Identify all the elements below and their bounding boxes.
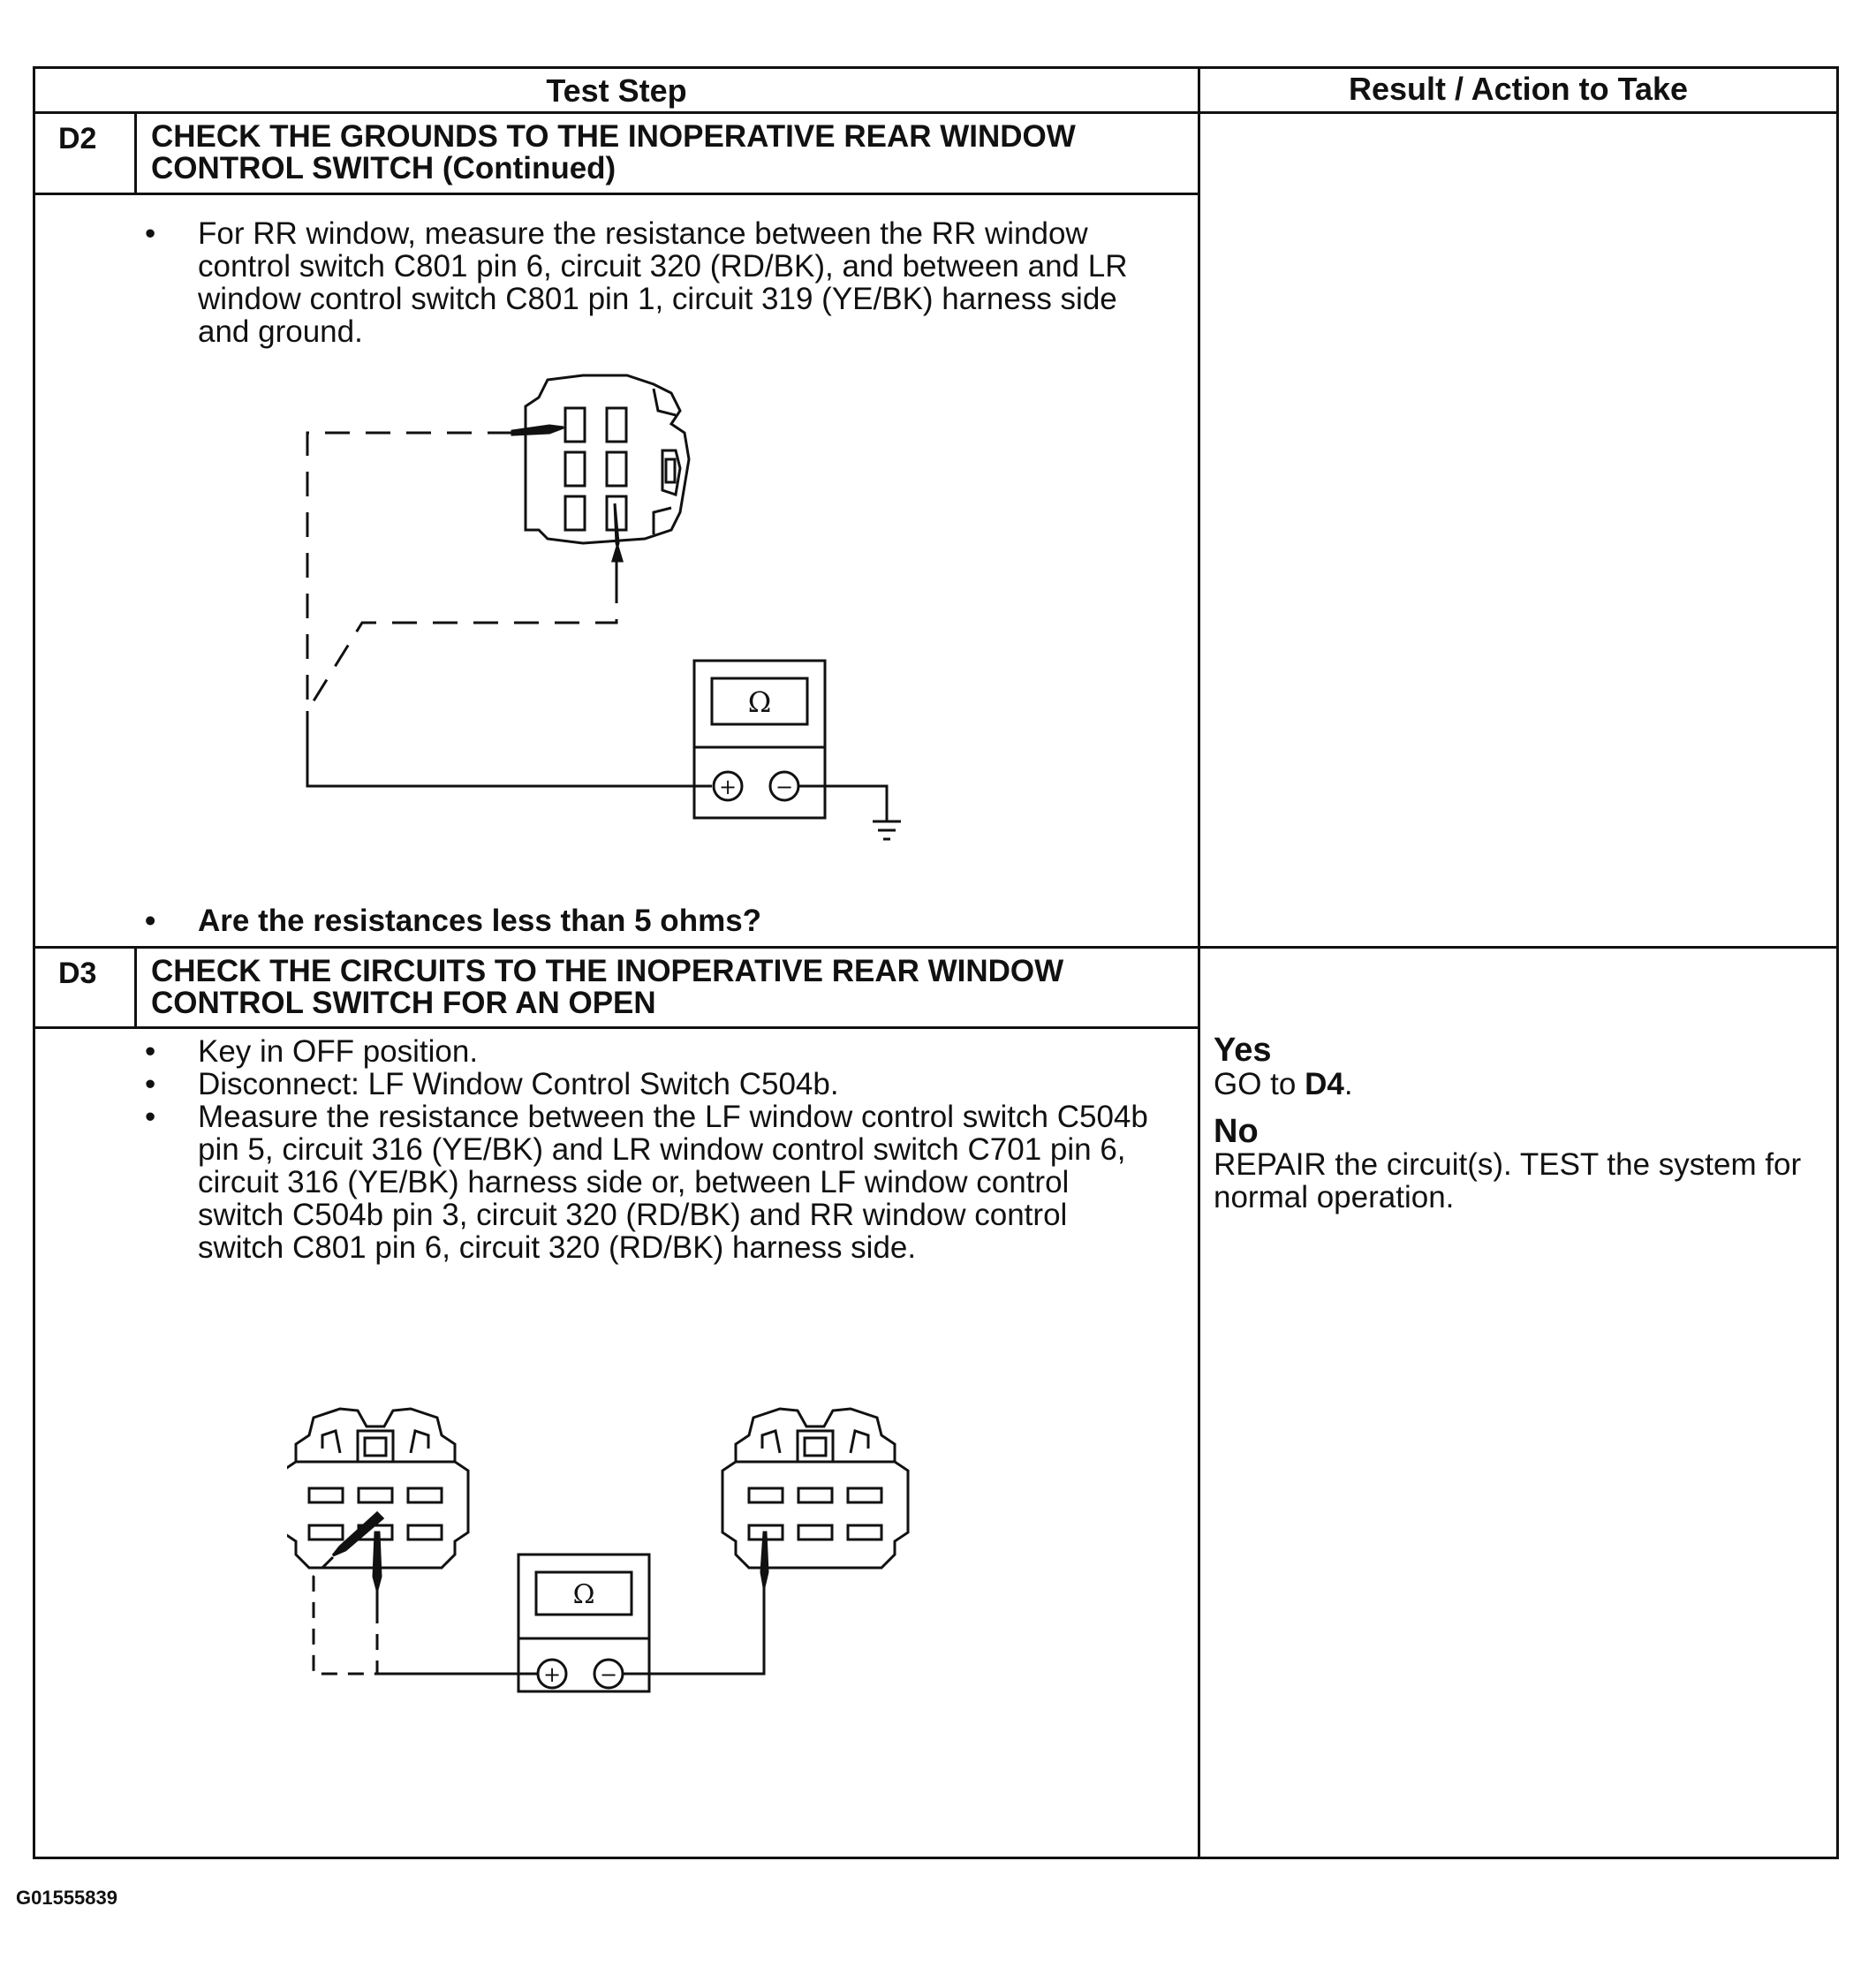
id-column-divider-d3 bbox=[134, 948, 137, 1028]
d2-question: Are the resistances less than 5 ohms? bbox=[141, 904, 1139, 937]
c801-connector-icon bbox=[524, 374, 691, 545]
header-result-action: Result / Action to Take bbox=[1348, 71, 1689, 107]
ohmmeter-icon: Ω + − bbox=[517, 1553, 651, 1693]
result-yes-action: GO to D4. bbox=[1214, 1068, 1353, 1101]
d3-title-divider bbox=[33, 1026, 1198, 1029]
d3-open-circuit-diagram: Ω + − bbox=[287, 1407, 910, 1693]
list-item: For RR window, measure the resistance be… bbox=[141, 217, 1139, 348]
probe-icon bbox=[331, 1510, 385, 1608]
result-yes-label: Yes bbox=[1214, 1032, 1272, 1069]
probe-icon bbox=[760, 1531, 769, 1588]
list-item: Disconnect: LF Window Control Switch C50… bbox=[141, 1068, 1148, 1101]
yes-prefix: GO to bbox=[1214, 1067, 1305, 1101]
list-item: Key in OFF position. bbox=[141, 1035, 1148, 1068]
figure-id: G01555839 bbox=[16, 1887, 117, 1909]
d2-title-divider bbox=[33, 193, 1198, 195]
d2-instruction-list: For RR window, measure the resistance be… bbox=[141, 217, 1139, 348]
d2-ground-test-diagram: Ω + − bbox=[306, 374, 901, 841]
column-divider bbox=[1198, 66, 1200, 1859]
d3-instruction-list: Key in OFF position. Disconnect: LF Wind… bbox=[141, 1035, 1148, 1264]
ohm-symbol: Ω bbox=[573, 1579, 595, 1610]
test-table bbox=[33, 66, 1839, 1859]
d2-d3-divider bbox=[33, 946, 1839, 949]
header-test-step: Test Step bbox=[546, 72, 687, 109]
header-divider bbox=[33, 111, 1839, 114]
yes-target-step: D4 bbox=[1305, 1067, 1344, 1101]
result-no-action: REPAIR the circuit(s). TEST the system f… bbox=[1214, 1147, 1802, 1214]
c701-connector-icon bbox=[721, 1407, 910, 1570]
step-id-d2: D2 bbox=[58, 122, 97, 155]
plus-symbol: + bbox=[719, 775, 737, 799]
step-title-d2: CHECK THE GROUNDS TO THE INOPERATIVE REA… bbox=[151, 119, 1076, 185]
ground-icon bbox=[873, 820, 901, 841]
id-column-divider-d2 bbox=[134, 113, 137, 193]
step-title-d3: CHECK THE CIRCUITS TO THE INOPERATIVE RE… bbox=[151, 954, 1064, 1020]
yes-suffix: . bbox=[1343, 1067, 1353, 1101]
d2-question-list: Are the resistances less than 5 ohms? bbox=[141, 904, 1139, 937]
minus-symbol: − bbox=[600, 1662, 617, 1687]
probe-icon bbox=[511, 424, 624, 579]
ohmmeter-icon: Ω + − bbox=[692, 659, 827, 820]
list-item: Measure the resistance between the LF wi… bbox=[141, 1101, 1148, 1264]
ohm-symbol: Ω bbox=[748, 685, 772, 719]
result-no-label: No bbox=[1214, 1113, 1259, 1150]
minus-symbol: − bbox=[775, 775, 793, 799]
step-id-d3: D3 bbox=[58, 957, 97, 990]
plus-symbol: + bbox=[543, 1662, 561, 1687]
